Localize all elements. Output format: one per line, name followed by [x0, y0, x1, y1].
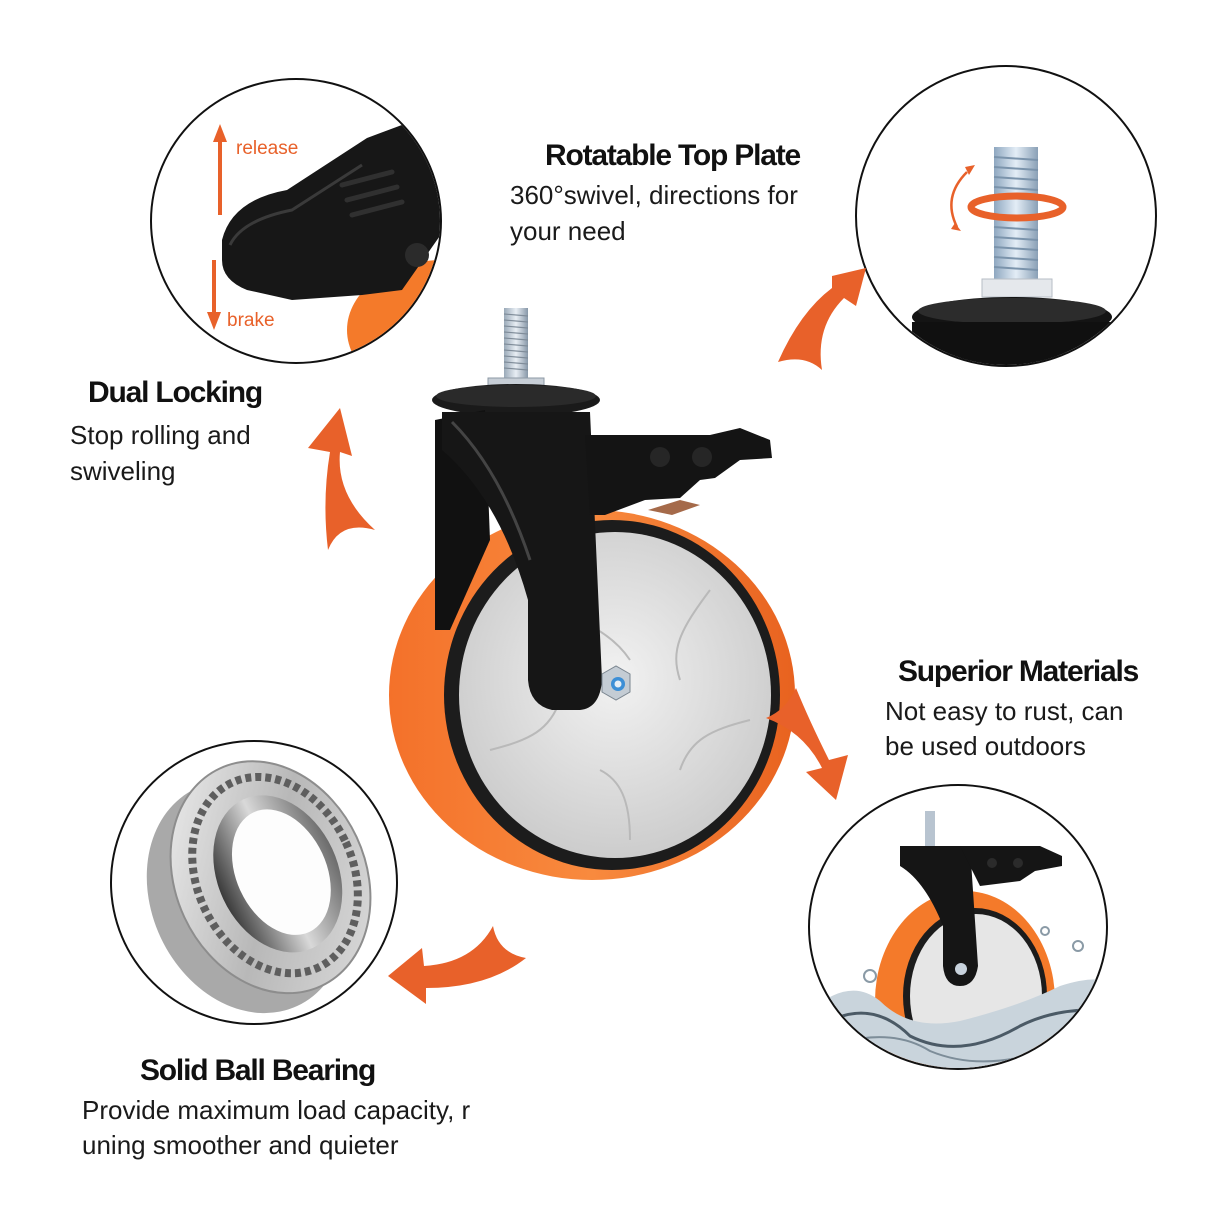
- release-label: release: [236, 138, 299, 159]
- superior-materials-title: Superior Materials: [898, 655, 1139, 688]
- curved-arrow-up-right-icon: [770, 262, 870, 377]
- rotatable-top-plate-description-line-2: your need: [510, 216, 626, 246]
- roller-bearing-illustration: [146, 760, 372, 1014]
- solid-ball-bearing-description-line-1: Provide maximum load capacity, r: [82, 1095, 471, 1125]
- caster-in-water-illustration: [810, 811, 1106, 1068]
- solid-ball-bearing-inset-circle: [110, 740, 398, 1025]
- rotatable-top-plate-inset-circle: [855, 65, 1157, 367]
- dual-locking-inset-circle: release brake: [150, 78, 442, 364]
- rotatable-top-plate-description-line-1: 360°swivel, directions for: [510, 180, 798, 210]
- threaded-stem-closeup-illustration: [912, 147, 1112, 365]
- brake-pedal-closeup-illustration: [207, 110, 440, 362]
- solid-ball-bearing-description-line-2: uning smoother and quieter: [82, 1130, 399, 1160]
- curved-arrow-left-icon: [388, 918, 528, 1008]
- caster-wheel-svg: [389, 308, 795, 880]
- superior-materials-inset-circle: [808, 784, 1108, 1070]
- superior-materials-description-line-2: be used outdoors: [885, 731, 1086, 761]
- curved-arrow-down-right-icon: [764, 680, 864, 805]
- curved-arrow-up-icon: [300, 400, 380, 555]
- dual-locking-description-line-2: swiveling: [70, 456, 176, 486]
- solid-ball-bearing-title: Solid Ball Bearing: [140, 1054, 376, 1087]
- dual-locking-description-line-1: Stop rolling and: [70, 420, 251, 450]
- rotatable-top-plate-title: Rotatable Top Plate: [545, 139, 801, 172]
- superior-materials-description-line-1: Not easy to rust, can: [885, 696, 1124, 726]
- dual-locking-title: Dual Locking: [88, 376, 263, 409]
- main-caster-wheel-illustration: [380, 300, 800, 880]
- brake-label: brake: [227, 310, 275, 331]
